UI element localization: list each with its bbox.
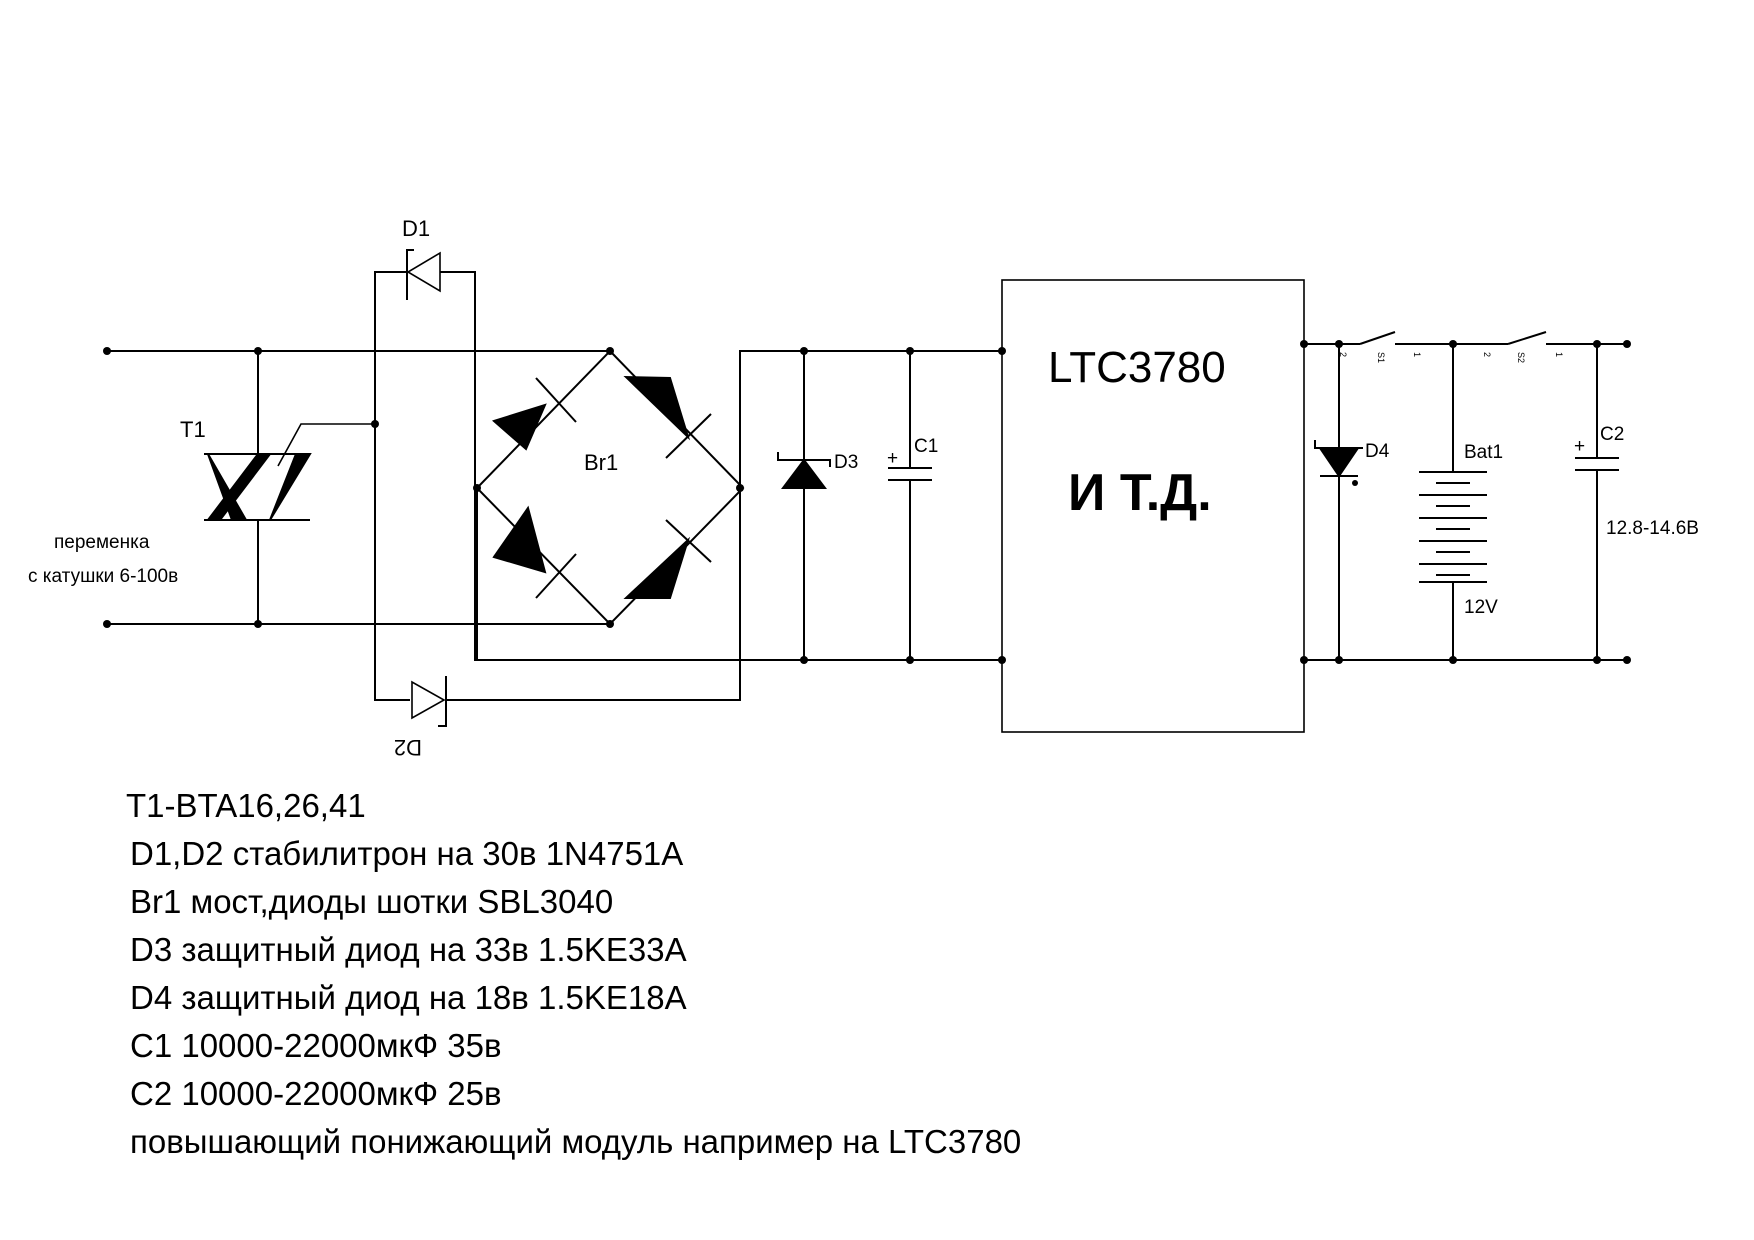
s2-label: S2 <box>1516 352 1526 363</box>
battery-bat1 <box>1419 344 1487 660</box>
note-line: D1,D2 стабилитрон на 30в 1N4751A <box>130 835 684 872</box>
d1-label: D1 <box>402 216 430 241</box>
c1-plus: + <box>887 448 898 469</box>
t1-label: T1 <box>180 417 206 442</box>
c2-plus: + <box>1574 436 1585 457</box>
bat1-label: Bat1 <box>1464 442 1503 463</box>
d2-label: D2 <box>394 735 422 760</box>
output-wires <box>1300 340 1631 664</box>
note-line: D4 защитный диод на 18в 1.5KE18A <box>130 979 687 1016</box>
switch-s1 <box>1359 331 1396 345</box>
input-label-line1: переменка <box>54 532 150 553</box>
bat1-voltage: 12V <box>1464 597 1498 618</box>
d3-label: D3 <box>834 452 858 473</box>
note-line: D3 защитный диод на 33в 1.5KE33A <box>130 931 687 968</box>
note-line: C2 10000-22000мкФ 25в <box>130 1075 502 1112</box>
protection-d3 <box>777 347 831 664</box>
zener-d1-d2-loop <box>374 249 741 727</box>
c2-label: C2 <box>1600 424 1624 445</box>
s2-pin1: 1 <box>1554 352 1564 357</box>
note-line: повышающий понижающий модуль например на… <box>130 1123 1022 1160</box>
converter-module <box>998 279 1305 733</box>
s1-label: S1 <box>1376 352 1386 363</box>
br1-label: Br1 <box>584 450 618 475</box>
c1-label: C1 <box>914 436 938 457</box>
input-label-line2: с катушки 6-100в <box>28 566 178 587</box>
note-line: Br1 мост,диоды шотки SBL3040 <box>130 883 614 920</box>
capacitor-c1 <box>888 347 932 664</box>
capacitor-c2 <box>1575 344 1619 660</box>
input-wires <box>103 347 610 628</box>
switch-s2 <box>1507 331 1547 345</box>
bridge-br1 <box>473 347 1002 661</box>
d4-label: D4 <box>1365 441 1390 462</box>
triac-t1 <box>204 351 379 624</box>
s1-pin1: 1 <box>1412 352 1422 357</box>
parts-list: T1-BTA16,26,41 D1,D2 стабилитрон на 30в … <box>126 782 1230 1166</box>
s1-pin2: 2 <box>1338 352 1348 357</box>
output-voltage-label: 12.8-14.6В <box>1606 518 1699 539</box>
s2-pin2: 2 <box>1482 352 1492 357</box>
note-line: C1 10000-22000мкФ 35в <box>130 1027 502 1064</box>
module-etc: И Т.Д. <box>1068 464 1212 522</box>
module-name: LTC3780 <box>1048 343 1226 392</box>
note-line: T1-BTA16,26,41 <box>126 787 366 824</box>
protection-d4 <box>1314 344 1363 660</box>
